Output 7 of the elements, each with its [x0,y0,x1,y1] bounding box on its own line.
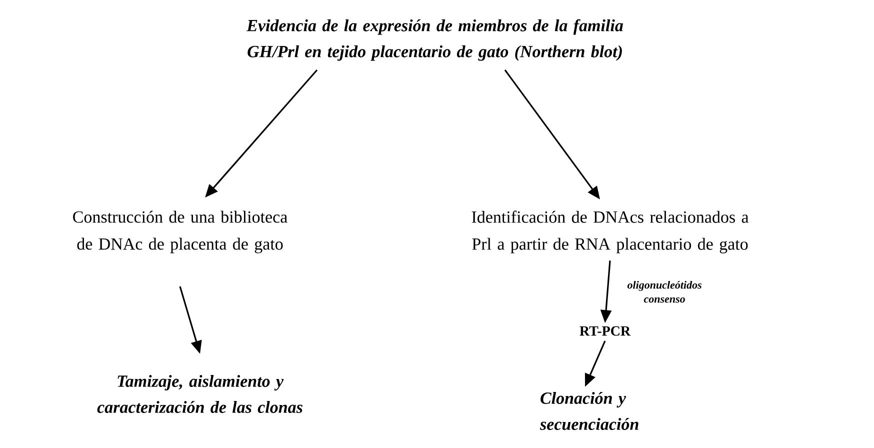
step-text: Construcción de una biblioteca de DNAc de placenta de gato [73,210,288,254]
heading-text: Evidencia de la expresión de miembros de la familia GH/Prl en tejido placentario de gato (Northern blot) [246,19,624,61]
step-text: Identificación de DNAcs relacionados a Prl a partir de RNA placentario de gato [472,210,749,254]
edge-label: oligonucleótidos consenso [627,280,702,303]
step-text: Clonación y secuenciación [540,392,638,430]
step-text: Tamizaje, aislamiento y caracterización de las clonas [97,375,302,413]
step-text: RT-PCR [580,326,631,336]
